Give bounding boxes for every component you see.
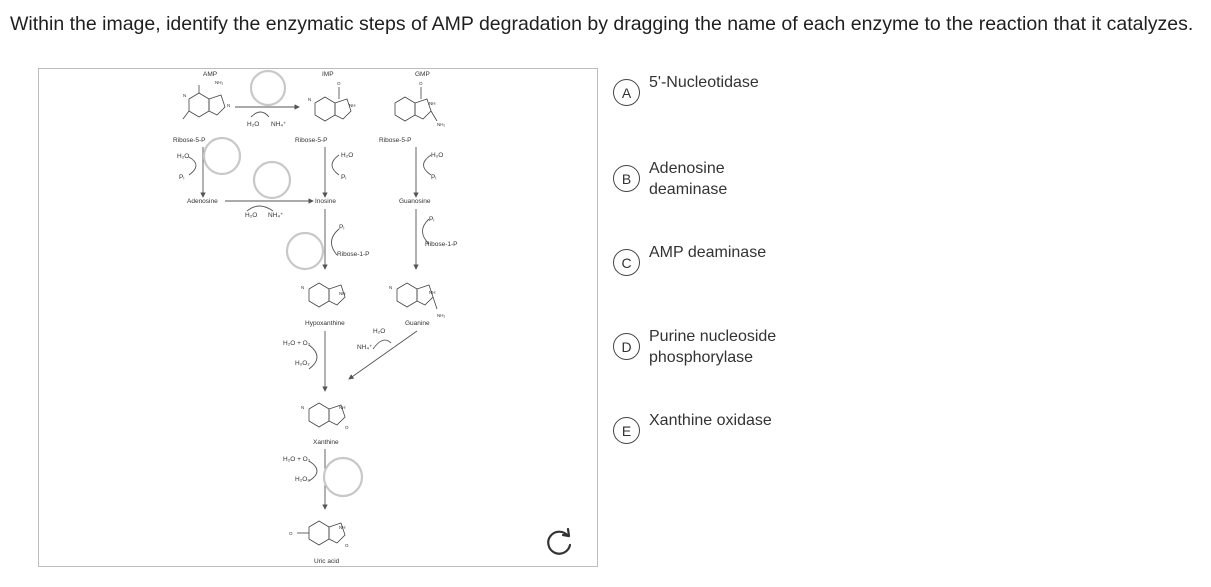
choice-label-a: 5'-Nucleotidase [649, 74, 759, 91]
drop-zone-xanthine-oxidase[interactable] [322, 456, 364, 498]
guanine-nh2: NH₂ [437, 313, 445, 318]
gmp-nh: NH [429, 101, 436, 106]
xanthine-n: N [301, 405, 304, 410]
label-ribose1p-2: Ribose-1-P [425, 241, 458, 248]
label-xanthine: Xanthine [313, 439, 339, 446]
drop-zone-5-nucleotidase-imp[interactable] [252, 160, 292, 200]
choice-adenosine-deaminase[interactable]: B Adenosine deaminase [613, 159, 779, 200]
pathway-svg: AMP IMP GMP NH₂ N N O NH N O NH [173, 69, 458, 565]
label-h2o2-2: H₂O₂ [295, 476, 310, 483]
choice-letter-e: E [613, 417, 640, 444]
label-pi-4: Pᵢ [339, 224, 344, 231]
choice-5-nucleotidase[interactable]: A 5'-Nucleotidase [613, 73, 779, 106]
amp-n7: N [227, 103, 230, 108]
label-h2o-o2-2: H₂O + O₂ [283, 456, 311, 463]
guanine-structure: NH NH₂ N [389, 282, 445, 318]
label-pi-2: Pᵢ [341, 174, 346, 181]
label-gmp: GMP [415, 71, 430, 78]
label-h2o-3: H₂O [341, 152, 353, 159]
pathway-diagram: AMP IMP GMP NH₂ N N O NH N O NH [38, 68, 598, 567]
label-h2o-5: H₂O [245, 212, 257, 219]
choice-letter-a: A [613, 79, 640, 106]
uric-acid-structure: O NH O [289, 520, 349, 548]
choice-label-c: AMP deaminase [649, 244, 767, 261]
imp-structure: O NH N [308, 81, 356, 122]
label-h2o-6: H₂O [373, 328, 385, 335]
gmp-o: O [419, 81, 423, 86]
gmp-structure: O NH NH₂ [394, 81, 445, 127]
choice-label-b: Adenosine deaminase [649, 160, 728, 198]
label-ribose5p-1: Ribose-5-P [173, 137, 206, 144]
choice-letter-d: D [613, 333, 640, 360]
uric-acid-nh: NH [339, 525, 346, 530]
question-text: Within the image, identify the enzymatic… [10, 13, 1194, 35]
choice-letter-c: C [613, 249, 640, 276]
label-nh4-3: NH₄⁺ [357, 344, 373, 351]
label-h2o-1: H₂O [247, 121, 259, 128]
label-imp: IMP [322, 71, 334, 78]
reset-button[interactable] [542, 524, 576, 558]
gmp-nh2: NH₂ [437, 122, 445, 127]
label-pi-3: Pᵢ [431, 174, 436, 181]
hypoxanthine-structure: NH N [301, 282, 346, 308]
guanine-n: N [389, 285, 392, 290]
xanthine-o: O [345, 425, 349, 430]
choice-label-d: Purine nucleoside phosphorylase [649, 328, 777, 366]
amp-n1: N [183, 93, 186, 98]
drop-zone-amp-deaminase[interactable] [249, 69, 287, 107]
label-amp: AMP [203, 71, 217, 78]
label-guanosine: Guanosine [399, 198, 431, 205]
uric-acid-o2: O [345, 543, 349, 548]
label-ribose5p-2: Ribose-5-P [295, 137, 328, 144]
label-h2o-o2-1: H₂O + O₂ [283, 340, 311, 347]
amp-nh2: NH₂ [215, 80, 223, 85]
reset-icon [547, 527, 572, 555]
label-h2o2-1: H₂O₂ [295, 360, 310, 367]
label-ribose5p-3: Ribose-5-P [379, 137, 412, 144]
xanthine-structure: NH O N [301, 402, 349, 430]
label-hypoxanthine: Hypoxanthine [305, 320, 345, 327]
label-h2o-4: H₂O [431, 152, 443, 159]
choice-xanthine-oxidase[interactable]: E Xanthine oxidase [613, 411, 779, 444]
label-ribose1p-1: Ribose-1-P [337, 251, 370, 258]
guanine-nh: NH [429, 290, 436, 295]
label-pi-5: Pᵢ [429, 216, 434, 223]
drop-zone-5-nucleotidase-amp[interactable] [202, 136, 242, 176]
label-nh4-2: NH₄⁺ [268, 212, 284, 219]
choice-amp-deaminase[interactable]: C AMP deaminase [613, 243, 779, 276]
choice-purine-nucleoside-phosphorylase[interactable]: D Purine nucleoside phosphorylase [613, 327, 779, 368]
amp-structure: NH₂ N N [182, 80, 230, 120]
hypoxanthine-nh: NH [339, 291, 346, 296]
label-nh4-1: NH₄⁺ [271, 121, 287, 128]
label-inosine: Inosine [315, 198, 336, 205]
imp-n: N [308, 97, 311, 102]
label-adenosine: Adenosine [187, 198, 218, 205]
choice-letter-b: B [613, 165, 640, 192]
drop-zone-purine-nucleoside-phosphorylase[interactable] [285, 231, 325, 271]
label-h2o-2: H₂O [177, 153, 189, 160]
choice-label-e: Xanthine oxidase [649, 412, 772, 429]
label-guanine: Guanine [405, 320, 430, 327]
hypoxanthine-n: N [301, 285, 304, 290]
label-uric-acid: Uric acid [314, 558, 340, 565]
label-pi-1: Pᵢ [179, 174, 184, 181]
imp-nh: NH [349, 103, 356, 108]
uric-acid-o1: O [289, 531, 293, 536]
imp-o: O [337, 81, 341, 86]
xanthine-nh: NH [339, 405, 346, 410]
